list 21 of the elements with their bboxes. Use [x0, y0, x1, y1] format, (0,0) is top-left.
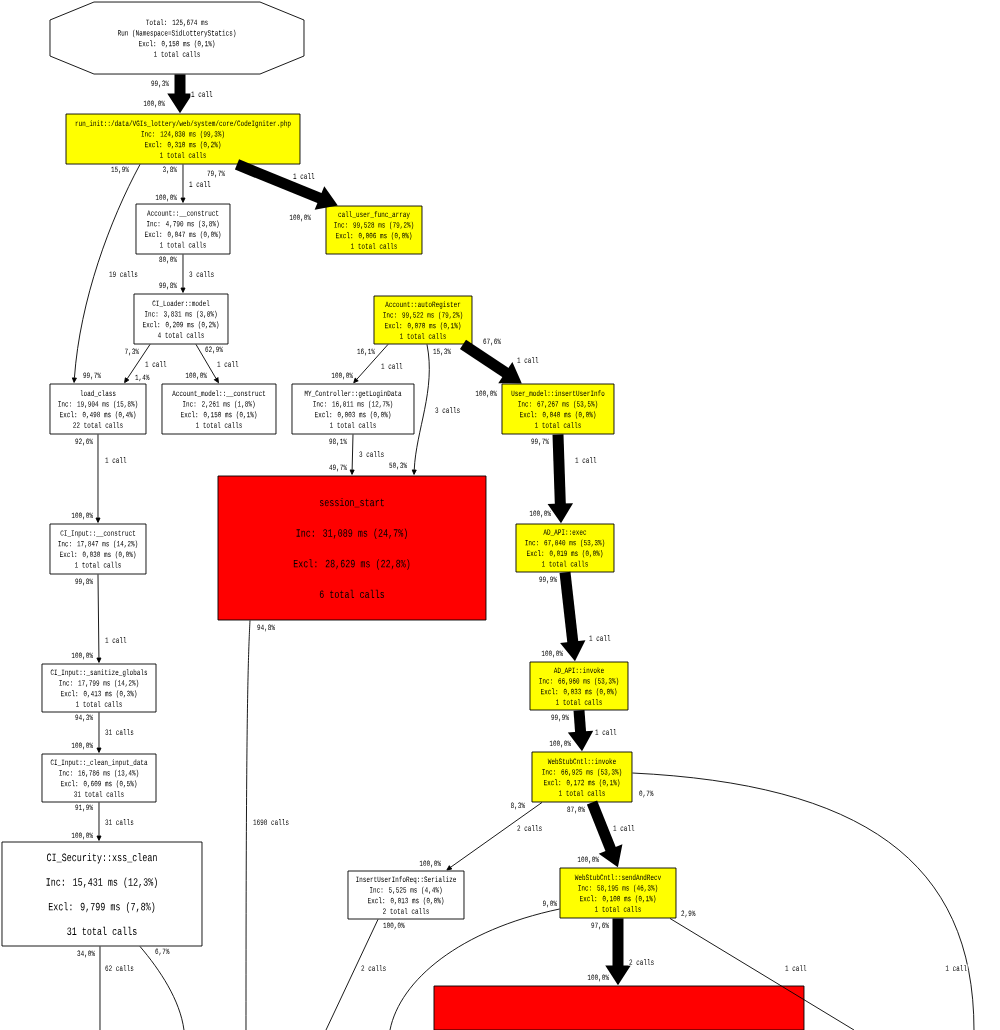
arrow	[96, 712, 102, 753]
arrow	[411, 344, 430, 475]
connector-line	[139, 946, 185, 1030]
arrow	[96, 802, 102, 841]
function-box	[433, 985, 805, 1030]
arrow	[180, 254, 186, 293]
connector-line	[99, 946, 101, 1030]
connector-line	[325, 919, 379, 1030]
arrow	[95, 434, 101, 523]
arrow	[71, 164, 141, 383]
connector-line	[245, 620, 251, 1030]
arrow	[446, 802, 543, 871]
arrow	[180, 164, 186, 203]
connector-line	[669, 918, 855, 1030]
arrow	[195, 344, 219, 384]
arrow	[349, 434, 355, 475]
arrow	[124, 344, 151, 384]
connector-line	[389, 908, 560, 1030]
arrow	[353, 344, 389, 384]
arrow	[96, 574, 102, 663]
connector-line	[632, 772, 975, 1030]
